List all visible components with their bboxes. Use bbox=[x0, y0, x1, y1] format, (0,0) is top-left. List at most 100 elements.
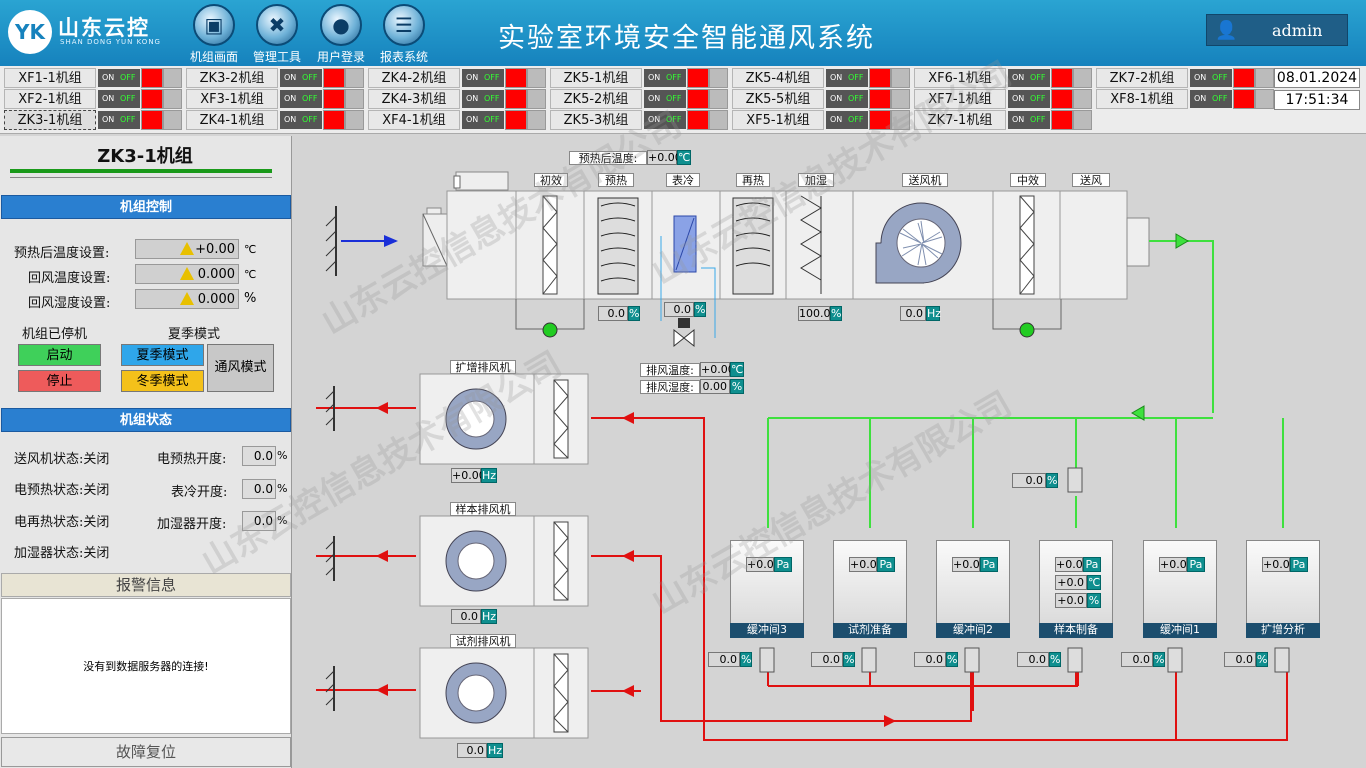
return-temp-setpoint[interactable]: 0.000 bbox=[135, 264, 239, 284]
unit-name[interactable]: ZK5-1机组 bbox=[550, 68, 642, 88]
indicator-blank bbox=[527, 68, 546, 88]
unit-name[interactable]: XF1-1机组 bbox=[4, 68, 96, 88]
status-indicator bbox=[141, 110, 163, 130]
left-panel: ZK3-1机组 机组控制 预热后温度设置: +0.00 ℃ 回风温度设置: 0.… bbox=[0, 136, 292, 768]
status-indicator bbox=[687, 68, 709, 88]
unit-name[interactable]: ZK3-2机组 bbox=[186, 68, 278, 88]
unit-name[interactable]: ZK7-1机组 bbox=[914, 110, 1006, 130]
user-icon: 👤 bbox=[1215, 20, 1238, 41]
cooling-valve-readout: 0.0 bbox=[664, 302, 694, 317]
room-1[interactable] bbox=[833, 540, 907, 630]
start-button[interactable]: 启动 bbox=[18, 344, 101, 366]
user-box[interactable]: 👤admin bbox=[1206, 14, 1348, 46]
room-valve-readout: 0.0 bbox=[1017, 652, 1049, 667]
unit-name[interactable]: ZK4-3机组 bbox=[368, 89, 460, 109]
unit-name[interactable]: XF3-1机组 bbox=[186, 89, 278, 109]
user-icon: ● bbox=[320, 4, 362, 46]
nav-admin-tools[interactable]: ✖管理工具 bbox=[245, 4, 309, 64]
unit-name[interactable]: ZK5-5机组 bbox=[732, 89, 824, 109]
section-supply-fan: 送风机 bbox=[902, 173, 948, 187]
stop-button[interactable]: 停止 bbox=[18, 370, 101, 392]
winter-mode-button[interactable]: 冬季模式 bbox=[121, 370, 204, 392]
brand-name: 山东云控 bbox=[58, 16, 150, 40]
fault-reset-button[interactable]: 故障复位 bbox=[1, 737, 291, 767]
unit-name[interactable]: ZK4-1机组 bbox=[186, 110, 278, 130]
unit-name[interactable]: XF7-1机组 bbox=[914, 89, 1006, 109]
unit-name[interactable]: XF6-1机组 bbox=[914, 68, 1006, 88]
status-indicator bbox=[1051, 110, 1073, 130]
preheat-opening: 0.0 bbox=[242, 446, 276, 466]
unit-name[interactable]: ZK3-1机组 bbox=[4, 110, 96, 130]
return-humidity-setpoint[interactable]: 0.000 bbox=[135, 289, 239, 309]
status-indicator bbox=[323, 68, 345, 88]
unit-name[interactable]: ZK5-3机组 bbox=[550, 110, 642, 130]
nav-report-system[interactable]: ☰报表系统 bbox=[372, 4, 436, 64]
room-5[interactable] bbox=[1246, 540, 1320, 630]
unit-name[interactable]: ZK7-2机组 bbox=[1096, 68, 1188, 88]
unit-name[interactable]: XF5-1机组 bbox=[732, 110, 824, 130]
status-indicator bbox=[869, 110, 891, 130]
vent-mode-button[interactable]: 通风模式 bbox=[207, 344, 274, 392]
nav-unit-screen[interactable]: ▣机组画面 bbox=[182, 4, 246, 64]
unit-name[interactable]: ZK4-2机组 bbox=[368, 68, 460, 88]
section-medium-filter: 中效 bbox=[1010, 173, 1046, 187]
page-title: 实验室环境安全智能通风系统 bbox=[498, 23, 875, 54]
unit-name[interactable]: XF2-1机组 bbox=[4, 89, 96, 109]
nav-user-login[interactable]: ●用户登录 bbox=[309, 4, 373, 64]
summer-mode-button[interactable]: 夏季模式 bbox=[121, 344, 204, 366]
unit-name[interactable]: XF8-1机组 bbox=[1096, 89, 1188, 109]
room-temp: +0.0 bbox=[1055, 575, 1087, 590]
room-pressure: +0.0 bbox=[849, 557, 877, 572]
preheat-temp-setpoint[interactable]: +0.00 bbox=[135, 239, 239, 259]
unit-name[interactable]: XF4-1机组 bbox=[368, 110, 460, 130]
unit-name[interactable]: ZK5-2机组 bbox=[550, 89, 642, 109]
indicator-blank bbox=[709, 110, 728, 130]
room-2[interactable] bbox=[936, 540, 1010, 630]
room-4[interactable] bbox=[1143, 540, 1217, 630]
room-0[interactable] bbox=[730, 540, 804, 630]
unit-name[interactable]: ZK5-4机组 bbox=[732, 68, 824, 88]
exhaust-hum-value: 0.00 bbox=[700, 379, 730, 394]
humidifier-opening: 0.0 bbox=[242, 511, 276, 531]
